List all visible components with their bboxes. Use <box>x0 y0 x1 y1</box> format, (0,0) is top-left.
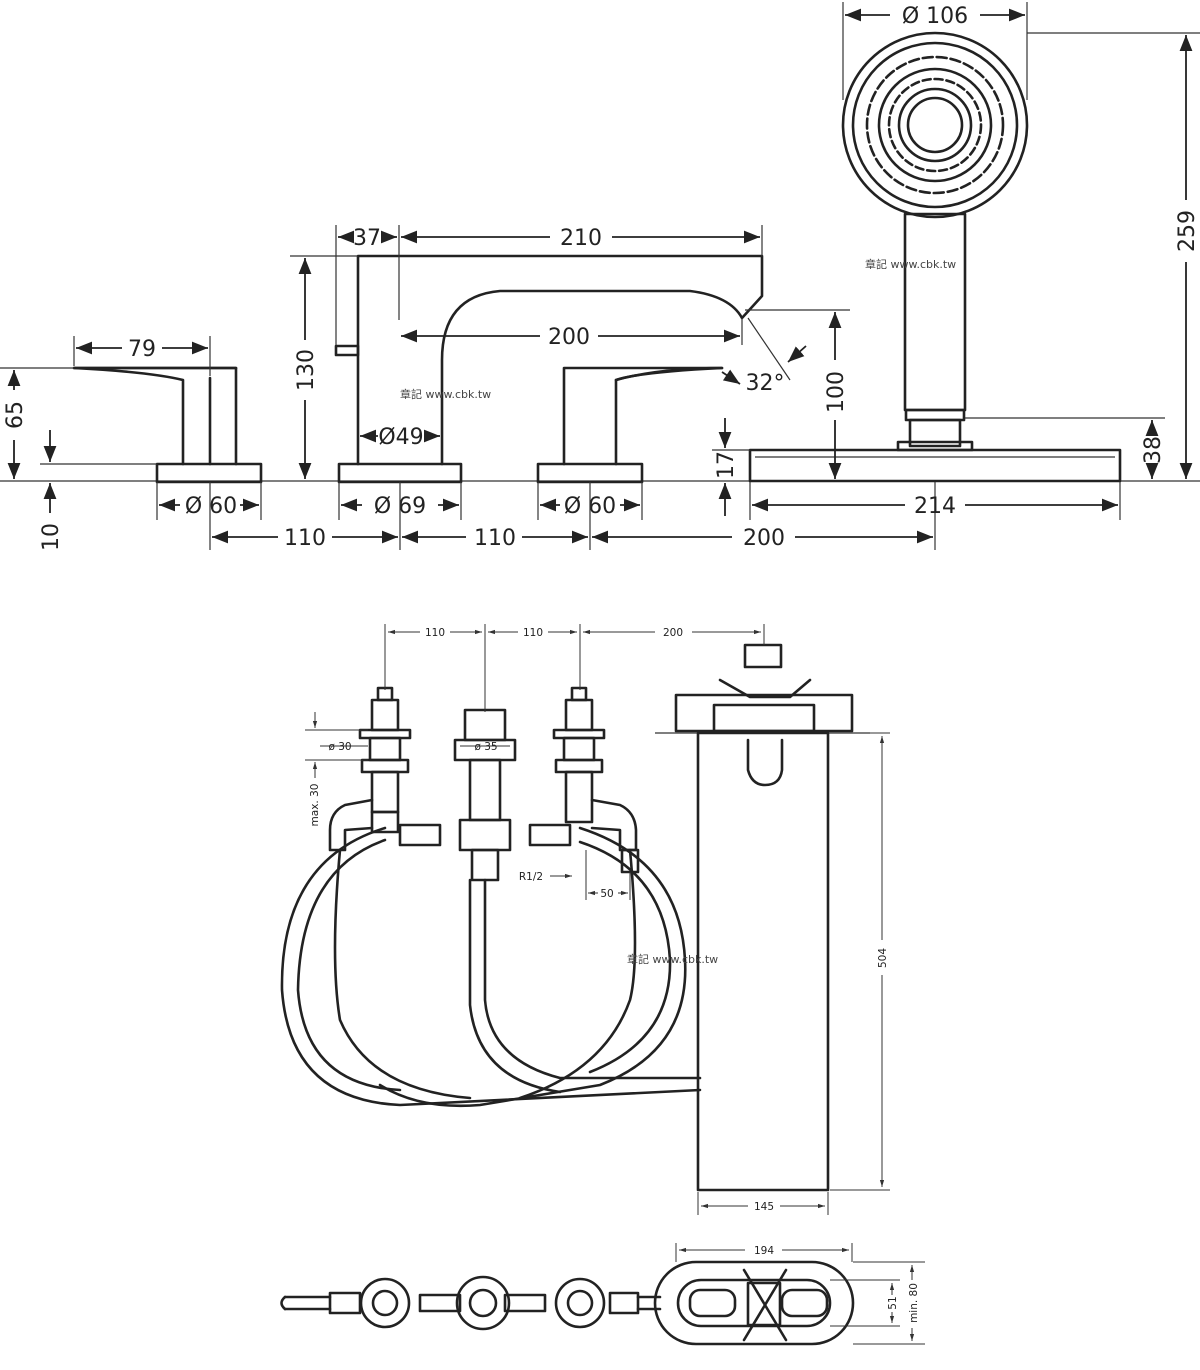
watermark-middle: 章記 www.cbk.tw <box>627 952 718 966</box>
hose-housing <box>655 643 870 1192</box>
dim-width-194: 194 <box>754 1245 774 1257</box>
dim-height-51: 51 <box>887 1296 899 1309</box>
dim-base-dia-left: Ø 60 <box>185 494 237 519</box>
dim-spout-inner-reach: 200 <box>548 325 590 350</box>
dim-outlet-height: 100 <box>824 371 849 413</box>
watermark-top-right: 章記 www.cbk.tw <box>865 257 956 271</box>
left-valve-body <box>328 686 412 852</box>
dim-rosette-thickness: 10 <box>39 523 64 551</box>
dim-shower-dia: Ø 106 <box>902 4 968 29</box>
dim-shower-height: 259 <box>1175 210 1200 252</box>
dim-thread: R1/2 <box>519 871 543 883</box>
dim-max-30: max. 30 <box>309 784 321 827</box>
deck-plate-outline <box>653 1260 855 1346</box>
dim-min-80: min. 80 <box>908 1283 920 1323</box>
dim-top-b: 110 <box>523 627 543 639</box>
dim-spout-dia: Ø49 <box>378 425 423 450</box>
dim-base-height: 17 <box>714 451 739 479</box>
dim-spacing-a: 110 <box>284 526 326 551</box>
left-handle-valve <box>72 366 263 484</box>
dim-spacing-c: 200 <box>743 526 785 551</box>
watermark-top: 章記 www.cbk.tw <box>400 387 491 401</box>
dim-offset-50: 50 <box>600 888 613 900</box>
installation-view: 110 110 200 ø 30 ø 35 max. 30 R1/2 50 <box>280 624 890 1215</box>
dim-spout-height: 130 <box>294 349 319 391</box>
right-valve-body <box>552 686 640 874</box>
dim-angle: 32° <box>746 371 785 396</box>
elevation-dimensions: 79 65 10 Ø 60 37 <box>0 2 1200 551</box>
hand-shower <box>748 31 1122 483</box>
dim-dia-30: ø 30 <box>328 741 351 753</box>
dim-handle-width: 79 <box>128 337 156 362</box>
dim-holder-height: 38 <box>1141 436 1166 464</box>
dim-spout-reach: 210 <box>560 226 602 251</box>
dim-top-a: 110 <box>425 627 445 639</box>
plan-view: 194 51 min. 80 <box>280 1243 925 1346</box>
center-valve-body <box>398 708 572 882</box>
right-handle-valve <box>536 366 724 484</box>
elevation-view: 79 65 10 Ø 60 37 <box>0 2 1200 551</box>
dim-width-145: 145 <box>754 1201 774 1213</box>
hoses <box>280 826 702 1108</box>
dim-dia-35: ø 35 <box>474 741 497 753</box>
dim-depth-504: 504 <box>877 948 889 968</box>
dim-top-c: 200 <box>663 627 683 639</box>
dim-handle-height: 65 <box>3 401 28 429</box>
dim-spacing-b: 110 <box>474 526 516 551</box>
dim-spout-offset: 37 <box>353 226 381 251</box>
installation-dimensions: 110 110 200 ø 30 ø 35 max. 30 R1/2 50 <box>305 624 890 1215</box>
dim-plate-width: 214 <box>914 494 956 519</box>
